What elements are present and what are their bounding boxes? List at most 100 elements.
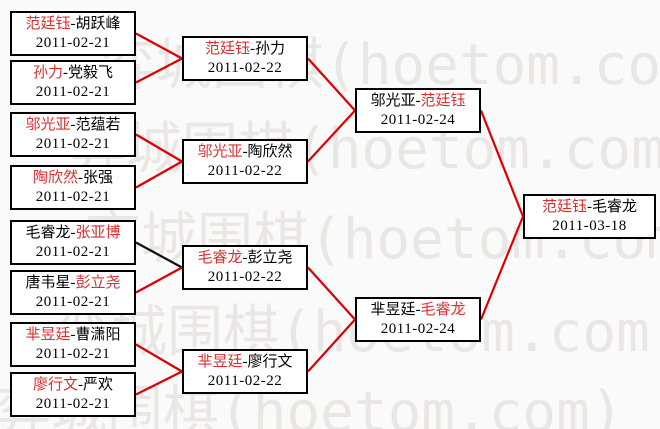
match-date: 2011-02-22 [207, 372, 283, 389]
match-players: 毛睿龙-张亚博 [12, 224, 134, 243]
player2-name: 张亚博 [75, 224, 121, 241]
match-players: 陶欣然-张强 [12, 169, 134, 188]
player2-name: 曹潇阳 [75, 326, 121, 343]
player2-name: 严欢 [83, 376, 114, 393]
match-players: 毛睿龙-彭立尧 [184, 249, 306, 268]
connector-line-round-1-1 [135, 32, 183, 60]
player1-name: 芈昱廷 [370, 301, 416, 318]
player2-name: 彭立尧 [75, 274, 121, 291]
player1-name: 邬光亚 [197, 143, 243, 160]
match-date: 2011-02-21 [35, 293, 111, 310]
players-separator: - [415, 92, 421, 109]
match-players: 范廷钰-胡跃峰 [12, 15, 134, 34]
players-separator: - [587, 198, 592, 215]
match-date: 2011-02-21 [35, 243, 111, 260]
connector-line-round-2-2 [307, 109, 356, 163]
connector-line-round-2-3 [307, 266, 356, 321]
match-date: 2011-02-21 [35, 34, 111, 51]
connector-line-round-1-4 [135, 160, 183, 189]
match-players: 廖行文-严欢 [12, 376, 134, 395]
players-separator: - [242, 249, 248, 266]
match-players: 邬光亚-范廷钰 [357, 92, 479, 111]
player2-name: 范廷钰 [420, 92, 466, 109]
connector-line-semifinals-2 [479, 216, 525, 320]
player2-name: 张强 [83, 169, 114, 186]
players-separator: - [242, 143, 248, 160]
players-separator: - [70, 326, 76, 343]
connector-line-round-1-7 [135, 343, 183, 373]
players-separator: - [70, 116, 76, 133]
player1-name: 邬光亚 [25, 116, 71, 133]
player1-name: 廖行文 [32, 376, 78, 393]
player2-name: 毛睿龙 [420, 301, 466, 318]
match-players: 芈昱廷-曹潇阳 [12, 326, 134, 345]
match-players: 芈昱廷-毛睿龙 [357, 301, 479, 320]
player1-name: 邬光亚 [370, 92, 416, 109]
match-players: 孙力-党毅飞 [12, 64, 134, 83]
match-date: 2011-02-22 [207, 59, 283, 76]
match-players: 唐韦星-彭立尧 [12, 274, 134, 293]
match-date: 2011-02-22 [207, 162, 283, 179]
match-players: 范廷钰-毛睿龙 [525, 198, 654, 217]
player1-name: 范廷钰 [25, 15, 71, 32]
player1-name: 芈昱廷 [25, 326, 71, 343]
player2-name: 孙力 [255, 40, 286, 57]
player2-name: 胡跃峰 [75, 15, 121, 32]
connector-line-round-2-1 [307, 57, 356, 112]
match-players: 邬光亚-范蕴若 [12, 116, 134, 135]
match-date: 2011-02-24 [380, 111, 456, 128]
players-separator: - [78, 376, 83, 393]
player1-name: 芈昱廷 [197, 353, 243, 370]
match-date: 2011-02-21 [35, 188, 111, 205]
connector-line-round-2-4 [307, 318, 356, 373]
connector-line-round-1-8 [135, 370, 183, 396]
players-separator: - [415, 301, 421, 318]
match-players: 邬光亚-陶欣然 [184, 143, 306, 162]
match-date: 2011-02-21 [35, 135, 111, 152]
match-date: 2011-02-24 [380, 320, 456, 337]
player1-name: 毛睿龙 [197, 249, 243, 266]
connector-line-round-1-3 [135, 133, 183, 163]
player1-name: 范廷钰 [541, 198, 587, 215]
players-separator: - [70, 15, 76, 32]
match-date: 2011-02-22 [207, 268, 283, 285]
match-players: 芈昱廷-廖行文 [184, 353, 306, 372]
connector-line-round-1-5 [135, 241, 183, 269]
player1-name: 唐韦星 [25, 274, 71, 291]
match-players: 范廷钰-孙力 [184, 40, 306, 59]
match-date: 2011-02-21 [35, 83, 111, 100]
player1-name: 陶欣然 [32, 169, 78, 186]
connector-line-round-1-2 [135, 57, 183, 84]
players-separator: - [63, 64, 68, 81]
match-date: 2011-02-21 [35, 345, 111, 362]
connector-line-round-1-6 [135, 266, 183, 294]
players-separator: - [70, 224, 76, 241]
player2-name: 彭立尧 [247, 249, 293, 266]
connector-line-semifinals-1 [479, 110, 525, 217]
player2-name: 党毅飞 [68, 64, 114, 81]
player2-name: 陶欣然 [247, 143, 293, 160]
match-date: 2011-02-21 [35, 395, 111, 412]
player2-name: 廖行文 [247, 353, 293, 370]
player1-name: 孙力 [32, 64, 63, 81]
player1-name: 范廷钰 [204, 40, 250, 57]
player2-name: 范蕴若 [75, 116, 121, 133]
player1-name: 毛睿龙 [25, 224, 71, 241]
